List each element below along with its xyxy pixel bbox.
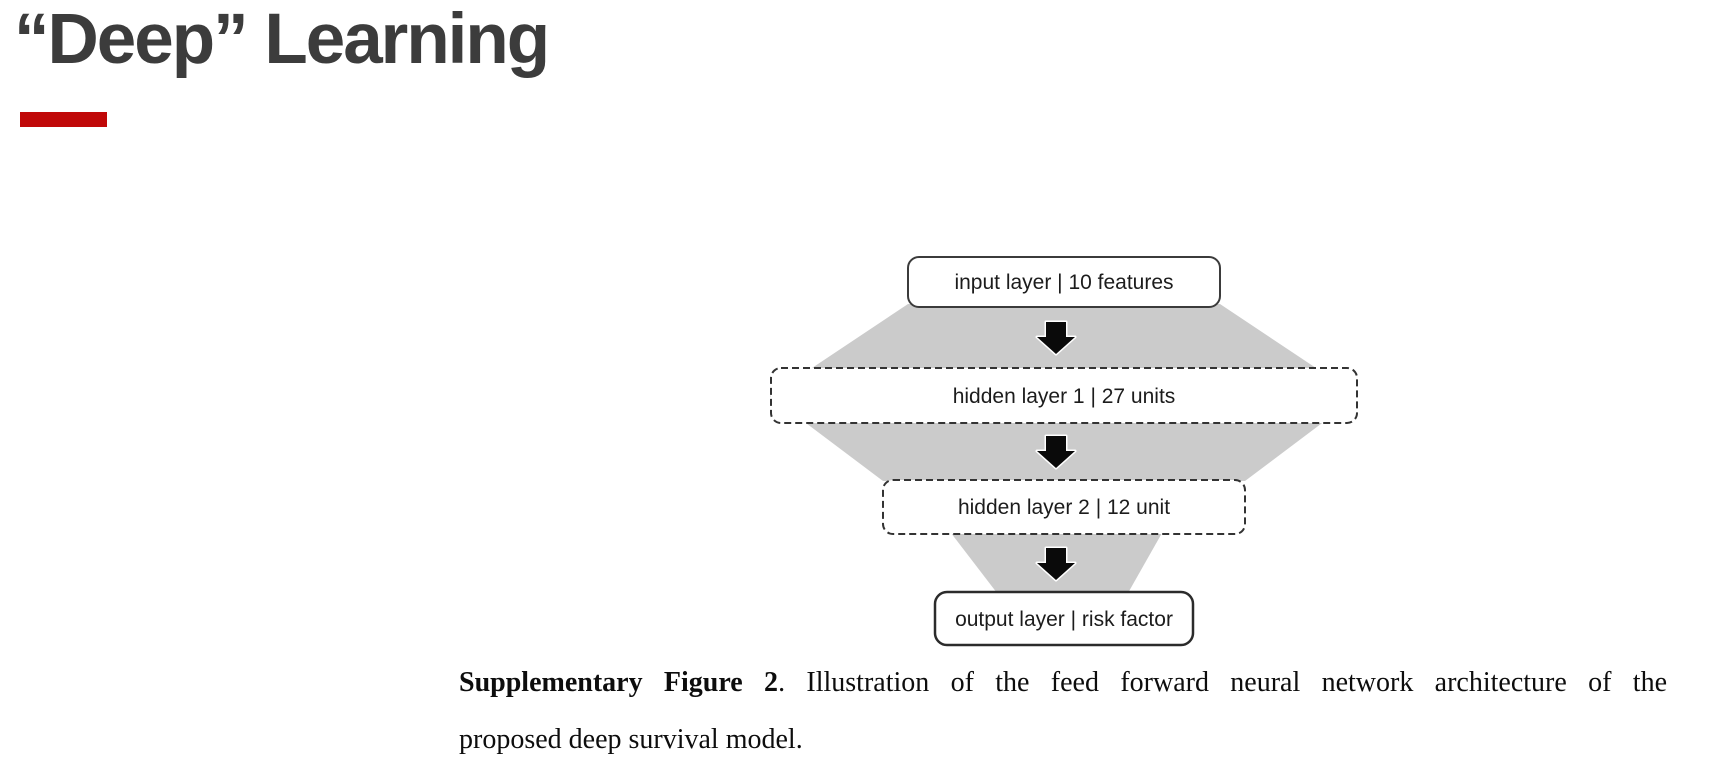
hidden-layer-1-label: hidden layer 1 | 27 units [953, 385, 1176, 408]
down-arrow-icon [1035, 320, 1077, 356]
caption-figure-label: Supplementary Figure 2 [459, 667, 779, 698]
hidden-layer-2-box [882, 479, 1246, 535]
output-layer-box [933, 590, 1195, 647]
input-layer-label: input layer | 10 features [954, 271, 1173, 294]
slide-title: “Deep” Learning [14, 0, 550, 79]
input-layer-box [907, 256, 1221, 308]
down-arrow-icon [1035, 434, 1077, 470]
caption-line-2: proposed deep survival model. [459, 724, 803, 755]
caption-line1-text: . Illustration of the feed forward neura… [778, 667, 1667, 698]
caption-line-1: Supplementary Figure 2. Illustration of … [459, 654, 1667, 711]
figure-caption: Supplementary Figure 2. Illustration of … [459, 654, 1667, 763]
hidden-layer-1-box [770, 367, 1358, 424]
title-accent-bar [20, 112, 107, 127]
down-arrow-icon [1035, 546, 1077, 582]
output-layer-label: output layer | risk factor [955, 608, 1173, 631]
hidden-layer-2-label: hidden layer 2 | 12 unit [958, 496, 1170, 519]
